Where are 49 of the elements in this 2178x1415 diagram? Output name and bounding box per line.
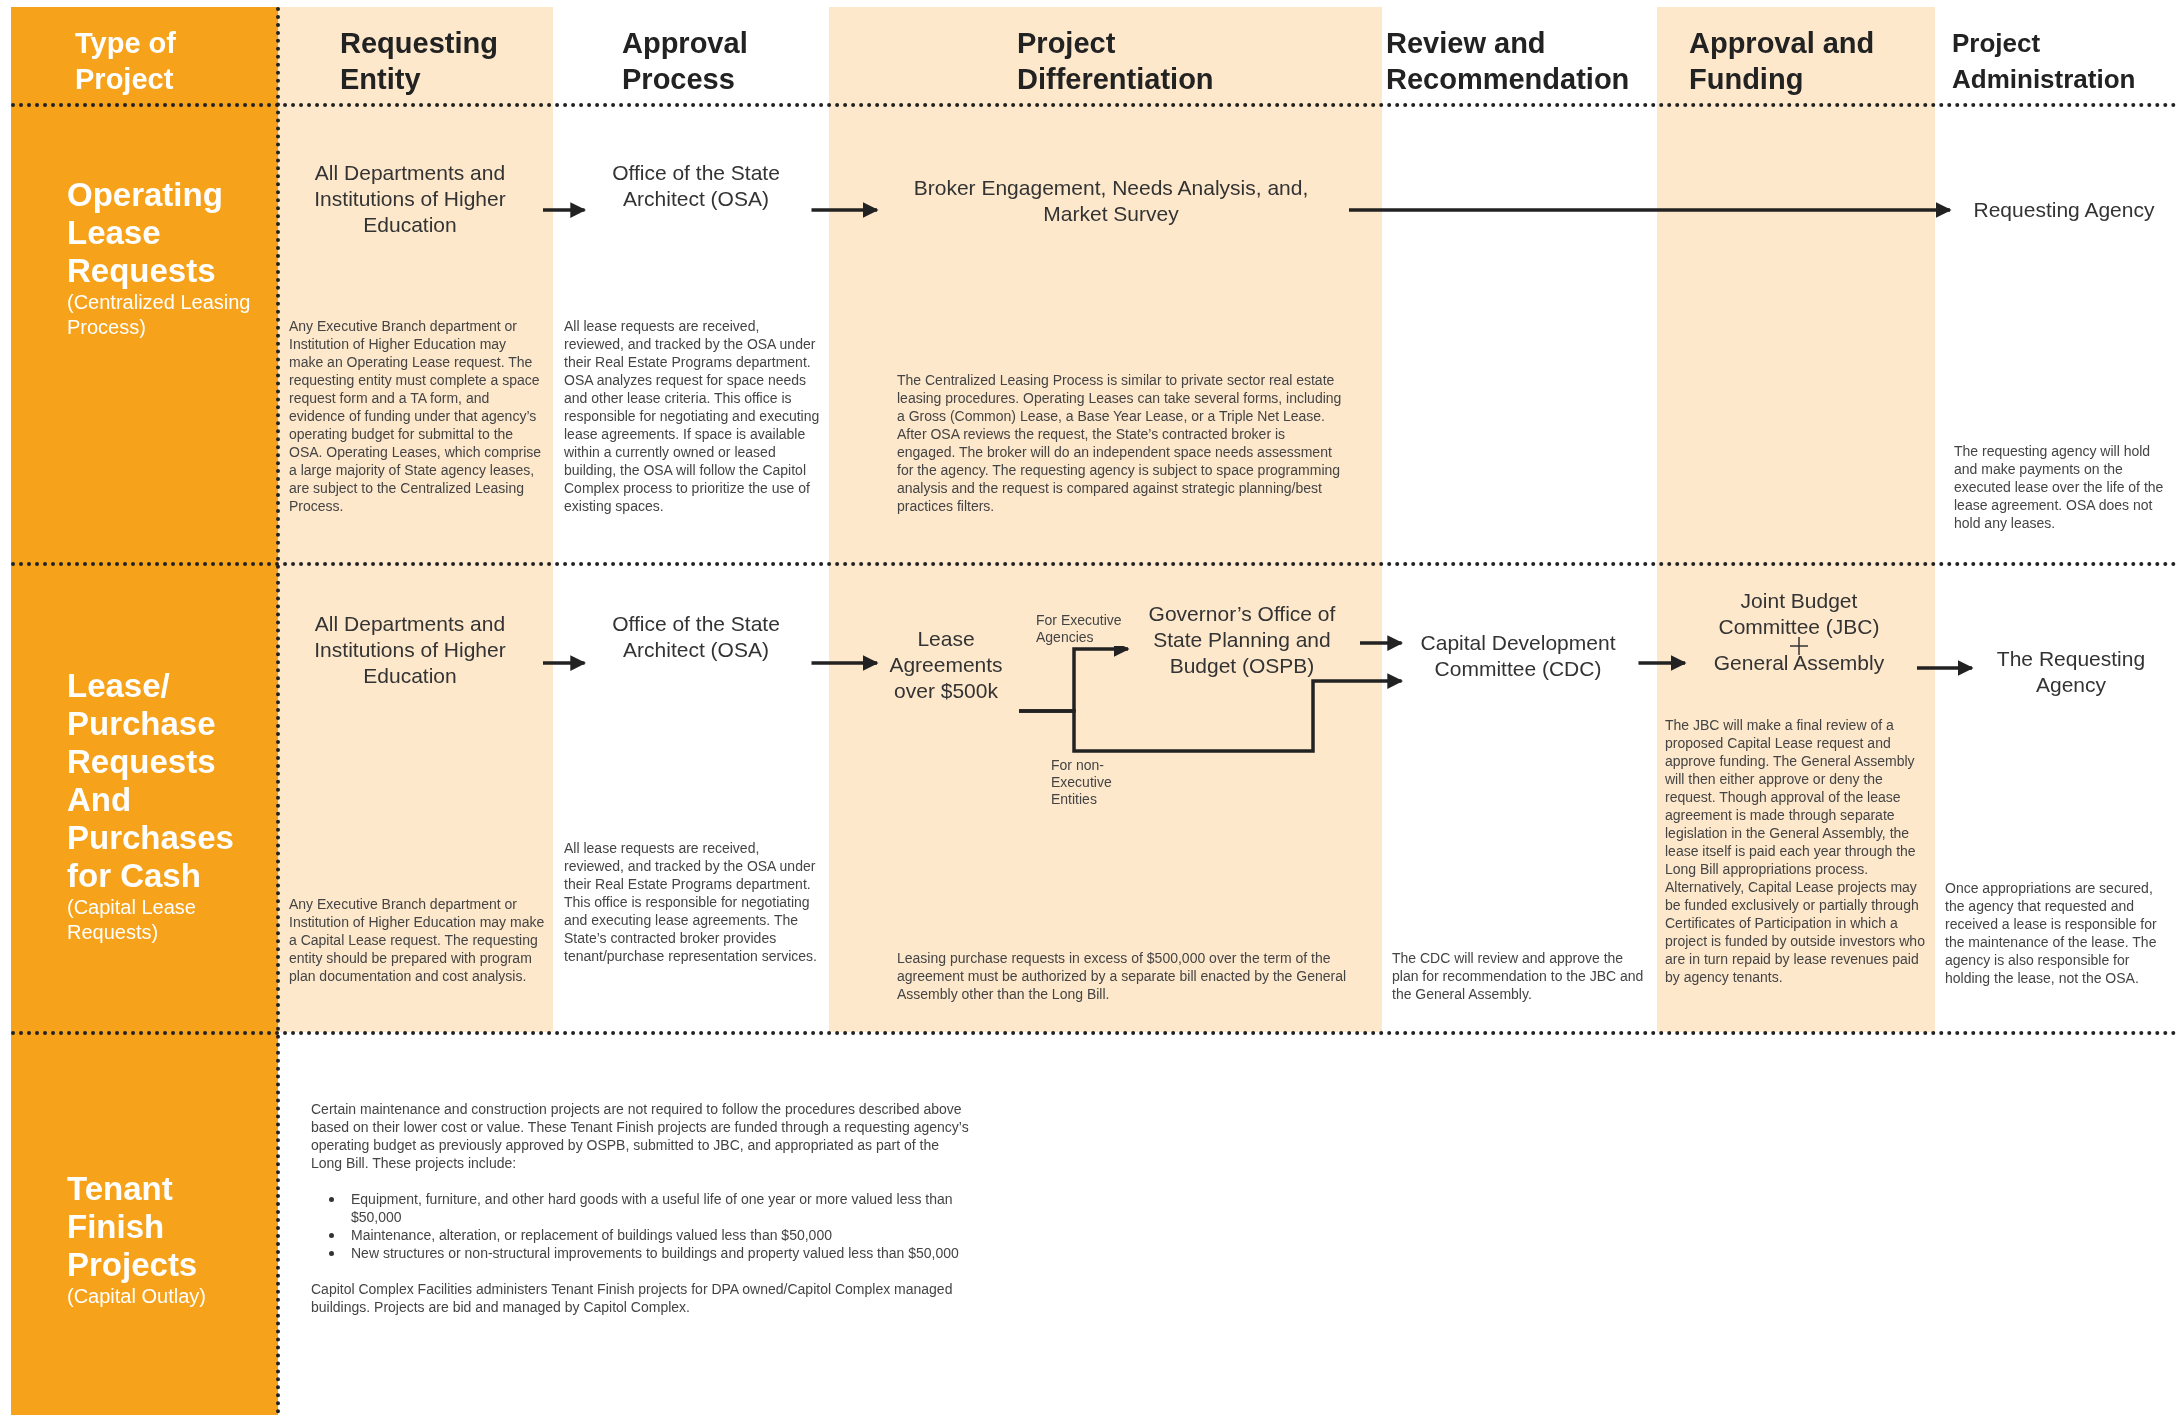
flow-step-text: General Assembly — [1712, 650, 1886, 676]
flow-step-text: Capital Development Committee (CDC) — [1419, 630, 1617, 682]
column-header: Project Differentiation — [1017, 26, 1215, 97]
arrow — [811, 202, 879, 218]
arrow — [1638, 655, 1687, 671]
row-header: Lease/ Purchase Requests And Purchases for Cash — [67, 667, 235, 895]
flow-step-text: The Requesting Agency — [1995, 646, 2147, 698]
description-text: All lease requests are received, reviewed, and tracked by the OSA under their Real Estate Programs department. This office is responsible for negotiating and executing lease agreements. The State’s contracted broker provides tenant/purchase representation services. — [564, 839, 818, 965]
flow-step-text: All Departments and Institutions of Higher Education — [313, 160, 507, 238]
description-text: The requesting agency will hold and make payments on the executed lease over the life of the lease agreement. OSA does not hold any leases. — [1954, 442, 2165, 532]
paragraph: Capitol Complex Facilities administers Tenant Finish projects for DPA owned/Capitol Complex managed buildings. Projects are bid and managed by Capitol Complex. — [311, 1280, 954, 1316]
flow-step-text: Broker Engagement, Needs Analysis, and, Market Survey — [912, 175, 1310, 227]
bullet-item: Maintenance, alteration, or replacement of buildings valued less than $50,000 — [311, 1226, 971, 1244]
flow-step-text: All Departments and Institutions of Higher Education — [313, 611, 507, 689]
description-text: Any Executive Branch department or Institution of Higher Education may make a Capital Lease request. The requesting entity should be prepared with program plan documentation and cost analysis. — [289, 895, 546, 985]
arrow — [543, 202, 587, 218]
flow-step-text: Requesting Agency — [1972, 197, 2156, 223]
row-subtitle: (Capital Lease Requests) — [67, 895, 197, 945]
arrow — [1349, 202, 1952, 218]
column-header: Type of Project — [75, 26, 177, 97]
flow-step-text: Lease Agreements over $500k — [888, 626, 1004, 704]
flow-step-text: Office of the State Architect (OSA) — [611, 611, 781, 663]
flow-step-text: Office of the State Architect (OSA) — [611, 160, 781, 212]
row-subtitle: (Capital Outlay) — [67, 1284, 207, 1309]
column-header: Requesting Entity — [340, 26, 499, 97]
arrow — [1917, 660, 1974, 676]
description-text: Once appropriations are secured, the agency that requested and received a lease is responsible for the maintenance of the lease. The agency is also responsible for holding the lease, not the OSA. — [1945, 879, 2158, 987]
description-text: The JBC will make a final review of a proposed Capital Lease request and approve funding. The General Assembly will then either approve or deny the request. Though approval of the lease agreement is made through separate legislation in the General Assembly, the lease itself is paid each year through the Long Bill appropriations process. Alternatively, Capital Lease projects may be funded exclusively or partially through Certificates of Participation in which a project is funded by outside investors who are in turn repaid by lease revenues paid by agency tenants. — [1665, 716, 1926, 986]
description-text: Any Executive Branch department or Institution of Higher Education may make an Operating Lease request. The requesting entity must complete a space request form and a TA form, and evidence of funding under that agency’s operating budget for submittal to the OSA. Operating Leases, which comprise a large majority of State agency leases, are subject to the Centralized Leasing Process. — [289, 317, 543, 515]
column-header: Project Administration — [1952, 27, 2137, 96]
description-text: All lease requests are received, reviewed, and tracked by the OSA under their Real Estate Programs department. OSA analyzes request for space needs and other lease criteria. This office is responsible for negotiating and executing lease agreements. If space is available within a currently owned or leased building, the OSA will follow the Capitol Complex process to prioritize the use of existing spaces. — [564, 317, 821, 515]
flow-step-text: Governor’s Office of State Planning and Budget (OSPB) — [1147, 601, 1337, 679]
description-text: The Centralized Leasing Process is similar to private sector real estate leasing procedures. Operating Leases can take several forms, including a Gross (Common) Lease, a Base Year Lease, or a Triple Net Lease. After OSA reviews the request, the State’s contracted broker is engaged. The broker will do an independent space needs assessment for the agency. The requesting agency is subject to space programming analysis and the request is compared against strategic planning/best practices filters. — [897, 371, 1342, 515]
column-header: Approval and Funding — [1689, 26, 1876, 97]
column-header: Review and Recommendation — [1386, 26, 1631, 97]
row-subtitle: (Centralized Leasing Process) — [67, 290, 252, 340]
description-text: Leasing purchase requests in excess of $500,000 over the term of the agreement must be authorized by a separate bill enacted by the General Assembly other than the Long Bill. — [897, 949, 1348, 1003]
arrow — [1019, 673, 1404, 753]
bullet-item: New structures or non-structural improvements to buildings and property valued less than $50,000 — [311, 1244, 971, 1262]
row-header: Operating Lease Requests — [67, 176, 224, 290]
column-header: Approval Process — [622, 26, 749, 97]
arrow — [811, 655, 879, 671]
flow-step-text: Joint Budget Committee (JBC) — [1717, 588, 1881, 640]
paragraph: Certain maintenance and construction projects are not required to follow the procedures described above based on their lower cost or value. These Tenant Finish projects are funded through a requesting agency’s operating budget as previously approved by OSPB, submitted to JBC, and appropriated as part of the Long Bill. These projects include: — [311, 1100, 970, 1172]
row-header: Tenant Finish Projects — [67, 1170, 199, 1284]
description-text: The CDC will review and approve the plan for recommendation to the JBC and the General Assembly. — [1392, 949, 1645, 1003]
arrow — [543, 655, 587, 671]
arrow — [1360, 635, 1404, 651]
bullet-item: Equipment, furniture, and other hard goods with a useful life of one year or more valued less than $50,000 — [311, 1190, 971, 1226]
